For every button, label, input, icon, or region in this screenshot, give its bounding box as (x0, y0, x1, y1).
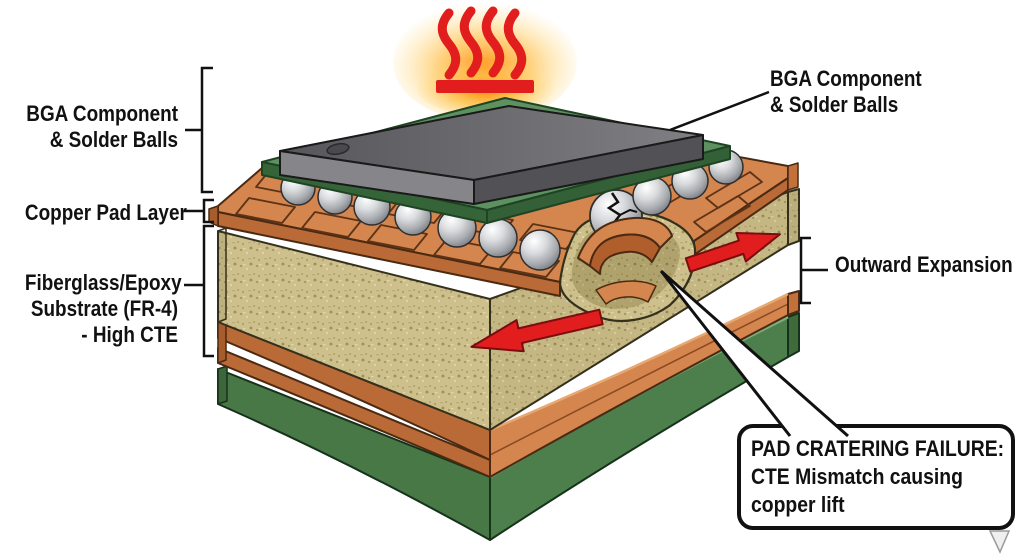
label-bga-component-left: BGA Component & Solder Balls (25, 101, 178, 153)
heat-bar (436, 80, 534, 93)
arrow-left (470, 308, 604, 353)
label-copper-pad-layer: Copper Pad Layer (24, 200, 187, 226)
callout-line: PAD CRATERING FAILURE: (751, 436, 1005, 461)
label-line: - High CTE (81, 322, 178, 347)
bga-chip (279, 105, 704, 205)
label-fiberglass-substrate: Fiberglass/Epoxy Substrate (FR-4) - High… (24, 270, 182, 348)
label-line: BGA Component (26, 101, 178, 126)
label-line: Substrate (FR-4) (30, 296, 178, 321)
label-outward-expansion: Outward Expansion (835, 252, 1013, 278)
label-line: BGA Component (770, 66, 922, 91)
bracket-outward-expansion (799, 236, 828, 305)
solder-ball (478, 218, 518, 258)
label-bga-component-right: BGA Component & Solder Balls (770, 66, 922, 118)
bracket-copper-pad (184, 198, 214, 224)
arrow-right (684, 232, 781, 273)
heat-wave-lines (437, 6, 527, 80)
callout-line: copper lift (751, 492, 845, 517)
label-line: Copper Pad Layer (24, 200, 187, 225)
callout-line: CTE Mismatch causing (751, 464, 963, 489)
solder-ball (519, 229, 561, 271)
label-line: & Solder Balls (770, 92, 899, 117)
label-line: & Solder Balls (49, 127, 179, 152)
bracket-substrate (184, 224, 214, 358)
label-line: Fiberglass/Epoxy (24, 270, 182, 295)
expansion-arrows (470, 232, 781, 353)
bracket-bga-left (185, 66, 213, 194)
pin1-marker (326, 142, 350, 156)
callout-box: PAD CRATERING FAILURE: CTE Mismatch caus… (737, 424, 1015, 530)
lifted-copper-pad (577, 216, 673, 305)
leader-bga-right (669, 90, 770, 132)
label-line: Outward Expansion (835, 252, 1013, 277)
